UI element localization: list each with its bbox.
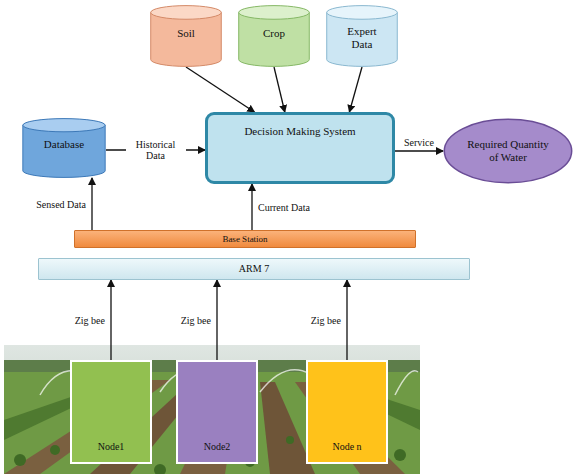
expert-data-cylinder: Expert Data bbox=[326, 5, 398, 67]
node-text: Crop bbox=[263, 27, 285, 40]
edge-label: Zig bee bbox=[311, 315, 341, 326]
sensor-node: Node n bbox=[306, 360, 388, 464]
edge-label: Historical Data bbox=[126, 139, 186, 161]
node-text: Node2 bbox=[204, 441, 231, 453]
soil-cylinder: Soil bbox=[150, 5, 222, 67]
arrow-connector bbox=[186, 67, 254, 112]
arrow-connector bbox=[346, 280, 347, 360]
decision-box: Decision Making System bbox=[205, 112, 395, 184]
edge-label: Sensed Data bbox=[36, 199, 86, 210]
sensor-node: Node2 bbox=[176, 360, 258, 464]
arrow-connector bbox=[274, 67, 285, 112]
arm7-bar: ARM 7 bbox=[38, 258, 470, 280]
node-text: Decision Making System bbox=[244, 125, 355, 138]
node-text: Soil bbox=[177, 27, 195, 40]
arrow-connector bbox=[110, 280, 111, 360]
arrow-connector bbox=[251, 184, 252, 230]
node-text: Base Station bbox=[222, 234, 267, 244]
base-station-bar: Base Station bbox=[74, 230, 416, 248]
node-text: Required Quantity of Water bbox=[465, 138, 551, 163]
node-text: ARM 7 bbox=[239, 263, 269, 275]
arrow-connector bbox=[91, 178, 92, 230]
arrow-connector bbox=[395, 150, 443, 151]
water-ellipse: Required Quantity of Water bbox=[443, 118, 573, 184]
edge-label: Zig bee bbox=[75, 315, 105, 326]
edge-label: Service bbox=[404, 137, 434, 148]
edge-label: Zig bee bbox=[181, 315, 211, 326]
node-text: Expert Data bbox=[340, 25, 384, 50]
crop-cylinder: Crop bbox=[238, 5, 310, 67]
database-cylinder: Database bbox=[22, 118, 106, 178]
node-text: Node1 bbox=[98, 441, 125, 453]
sensor-node: Node1 bbox=[70, 360, 152, 464]
arrow-connector bbox=[349, 67, 362, 112]
node-text: Node n bbox=[332, 441, 361, 453]
node-text: Database bbox=[44, 138, 84, 151]
edge-label: Current Data bbox=[258, 202, 310, 213]
arrow-connector bbox=[216, 280, 217, 360]
